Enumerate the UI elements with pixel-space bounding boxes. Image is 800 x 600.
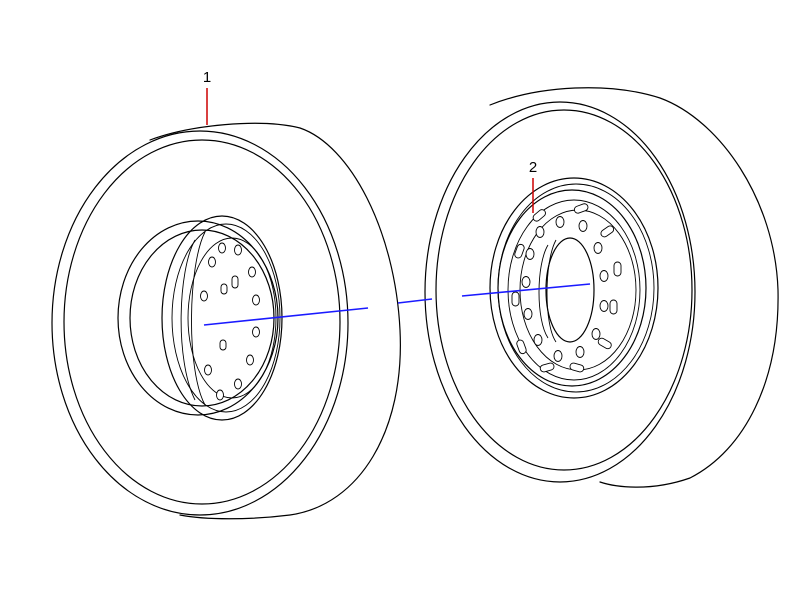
wheel-right-rim-outer [497,189,647,387]
axis-segment-3 [461,283,591,297]
tire-right-sidewall [435,109,693,471]
tire-right-bead-inner [497,183,655,393]
wheel-right-center-bore [545,237,595,343]
tire-right-back-edge [489,87,779,488]
wheel-right-bore-shade [538,244,549,339]
tire-right-bead-outer [489,177,659,399]
tire-assembly-left[interactable] [51,122,401,520]
callout-1-label: 1 [203,69,211,86]
wheel-left-rim-inner [171,223,281,413]
wheel-right-bolt-holes [511,203,622,373]
tire-right-outer-face [424,101,696,483]
wheel-left-rim-outer [161,215,283,421]
wheel-left-drum-2 [191,231,206,406]
assembly-axis [203,283,591,326]
tire-assembly-right[interactable] [424,87,779,488]
wheel-left-bolt-holes [200,242,260,401]
axis-segment-2 [397,298,433,304]
tire-left-outer-face [51,130,349,516]
tire-left-back-edge [149,122,401,520]
callout-2[interactable]: 2 [529,159,537,213]
tire-left-sidewall [63,139,341,505]
tire-left-bead-inner [129,229,275,407]
wheel-left-drum [180,239,196,401]
callout-2-label: 2 [529,159,537,176]
axis-segment-1 [203,307,369,326]
wheel-right-rim-inner [507,199,641,381]
wheel-right-bore-shade-2 [546,239,557,343]
callout-1[interactable]: 1 [203,69,211,125]
